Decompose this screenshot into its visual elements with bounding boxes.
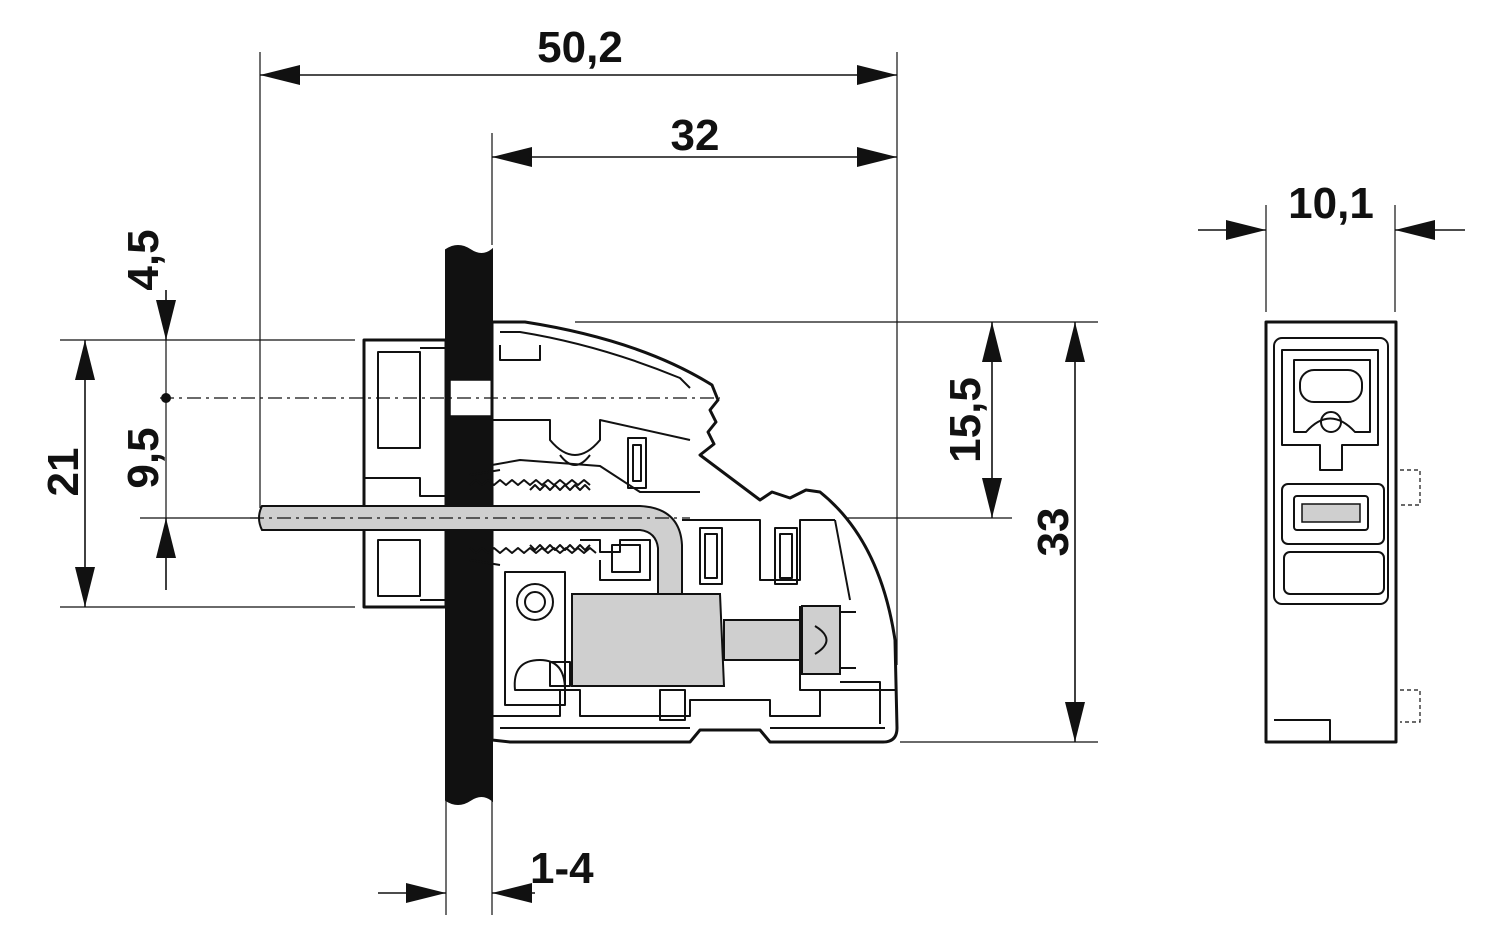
dim-total-height: 33 bbox=[1029, 508, 1078, 557]
dim-panel-thickness: 1-4 bbox=[530, 844, 594, 893]
dim-upper-height: 15,5 bbox=[941, 377, 990, 463]
front-flange bbox=[362, 338, 448, 609]
dim-overall-length: 50,2 bbox=[537, 23, 623, 72]
dim-screw-offset: 4,5 bbox=[119, 229, 168, 290]
contact-pin bbox=[258, 505, 683, 601]
dim-pin-spacing: 9,5 bbox=[119, 427, 168, 488]
clamp-screw bbox=[723, 619, 801, 661]
dim-panel-height: 21 bbox=[39, 448, 88, 497]
dim-housing-length: 32 bbox=[671, 111, 720, 160]
front-body bbox=[1264, 320, 1398, 744]
dim-module-width: 10,1 bbox=[1288, 179, 1374, 228]
clamp-body bbox=[571, 593, 726, 687]
front-view: 10,1 bbox=[1198, 179, 1465, 744]
side-view: 50,2 32 21 4,5 9,5 15,5 33 1-4 bbox=[39, 23, 1098, 915]
